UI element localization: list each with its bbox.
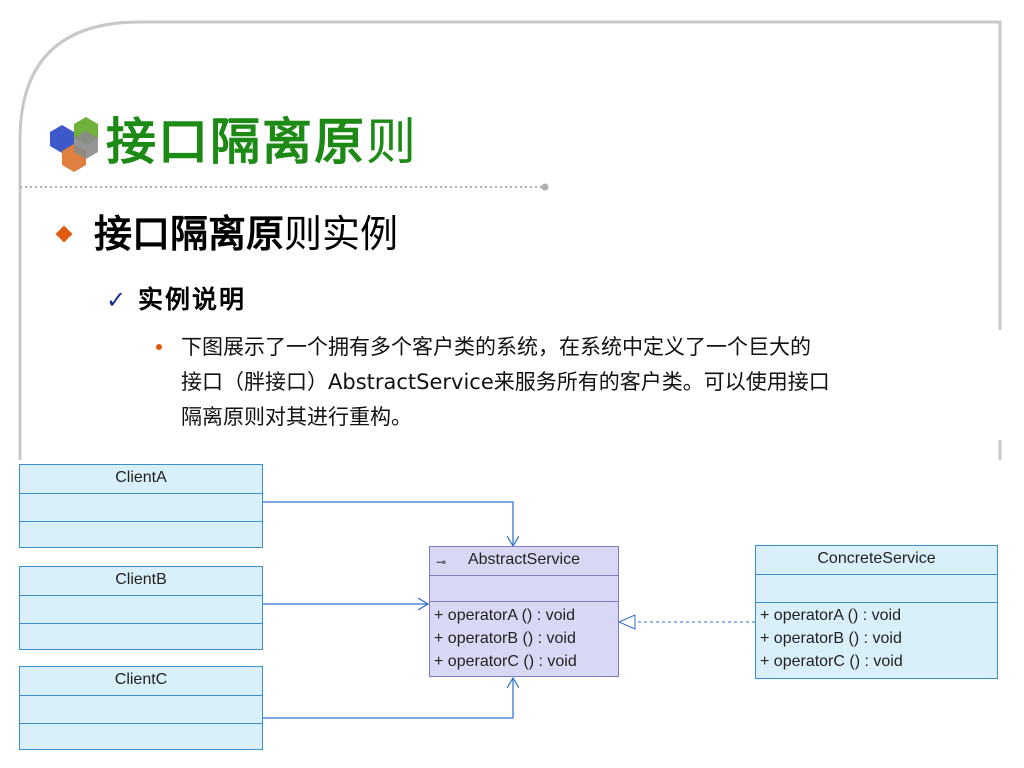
association-clientc: [262, 678, 513, 719]
interface-icon: ⊸: [436, 555, 447, 569]
title-bold-part: 接口隔离原: [106, 113, 366, 171]
operation: + operatorC () : void: [760, 653, 903, 670]
operation: + operatorB () : void: [434, 630, 576, 647]
paragraph-line: 下图展示了一个拥有多个客户类的系统，在系统中定义了一个巨大的: [181, 335, 811, 359]
class-clienta[interactable]: ClientA: [19, 464, 263, 548]
slide-title: 接口隔离原则: [106, 106, 418, 178]
class-header: ⊸ AbstractService: [430, 547, 618, 576]
operations-section: [20, 724, 262, 750]
class-name: ConcreteService: [756, 546, 997, 575]
dot-bullet-icon: [156, 344, 162, 350]
paragraph-line: 接口（胖接口）AbstractService来服务所有的客户类。可以使用接口: [181, 370, 830, 394]
realization-arrowhead: [617, 614, 636, 630]
subtitle-normal-part: 则实例: [284, 212, 399, 256]
association-clienta: [262, 501, 513, 546]
operations-section: + operatorA () : void + operatorB () : v…: [756, 603, 997, 673]
attributes-section: [20, 494, 262, 522]
paragraph-line: 隔离原则对其进行重构。: [181, 405, 412, 429]
description-paragraph: 下图展示了一个拥有多个客户类的系统，在系统中定义了一个巨大的 接口（胖接口）Ab…: [181, 330, 966, 435]
attributes-section: [20, 596, 262, 624]
operation: + operatorA () : void: [434, 607, 575, 624]
class-clientb[interactable]: ClientB: [19, 566, 263, 650]
subtitle-bold-part: 接口隔离原: [94, 212, 285, 256]
check-mark-icon: ✓: [106, 286, 127, 314]
operation: + operatorB () : void: [760, 630, 902, 647]
attributes-section: [756, 575, 997, 603]
class-name: ClientC: [20, 667, 262, 696]
attributes-section: [20, 696, 262, 724]
operation: + operatorC () : void: [434, 653, 577, 670]
operations-section: [20, 522, 262, 548]
subtitle: 接口隔离原则实例: [94, 206, 398, 262]
operations-section: [20, 624, 262, 650]
operations-section: + operatorA () : void + operatorB () : v…: [430, 602, 618, 673]
section-heading: 实例说明: [138, 285, 247, 314]
title-normal-part: 则: [366, 113, 418, 171]
class-name: AbstractService: [467, 551, 581, 568]
attributes-section: [430, 576, 618, 602]
class-name: ClientB: [20, 567, 262, 596]
class-concreteservice[interactable]: ConcreteService + operatorA () : void + …: [755, 545, 998, 679]
class-name: ClientA: [20, 465, 262, 494]
class-clientc[interactable]: ClientC: [19, 666, 263, 750]
operation: + operatorA () : void: [760, 607, 901, 624]
class-abstractservice[interactable]: ⊸ AbstractService + operatorA () : void …: [429, 546, 619, 677]
